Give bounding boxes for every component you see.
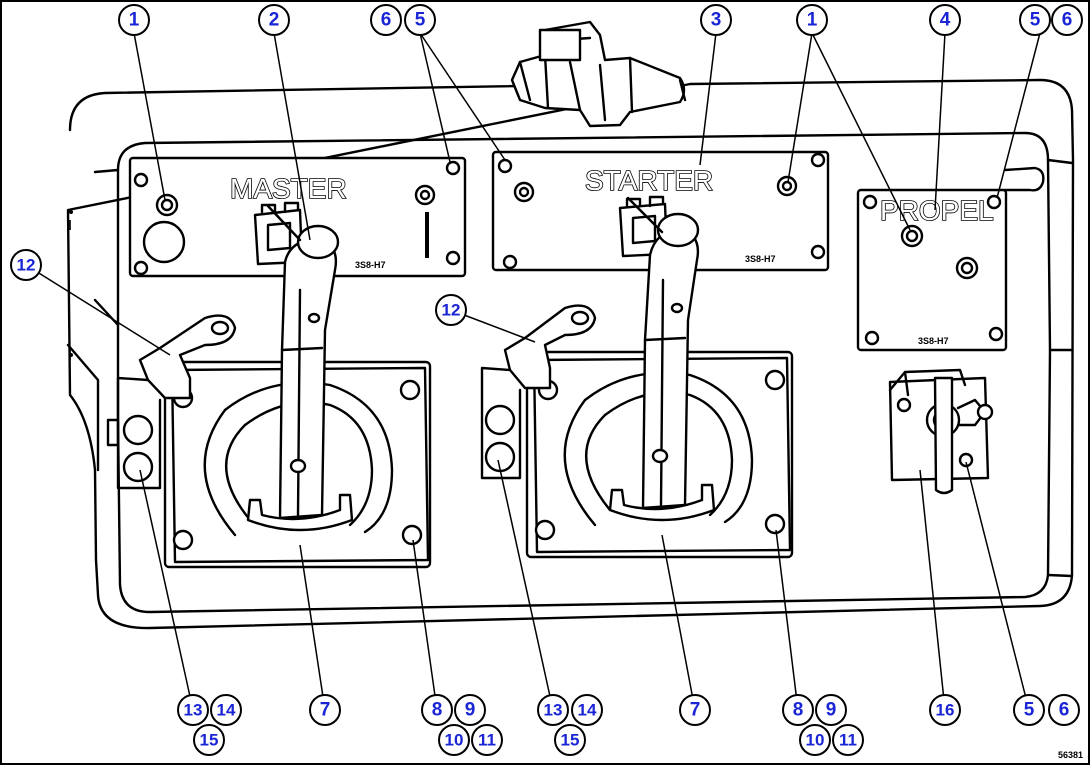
svg-text:14: 14 bbox=[578, 701, 597, 720]
svg-text:12: 12 bbox=[442, 301, 461, 320]
callout-15-left: 15 bbox=[193, 724, 225, 756]
callout-1-master-light: 1 bbox=[118, 4, 150, 36]
svg-text:13: 13 bbox=[544, 701, 563, 720]
left-lever-assembly bbox=[106, 203, 432, 569]
svg-text:5: 5 bbox=[1024, 700, 1035, 721]
svg-text:15: 15 bbox=[200, 731, 219, 750]
svg-text:3: 3 bbox=[711, 10, 722, 31]
callout-10-right: 10 bbox=[799, 724, 831, 756]
callout-5-top-right: 5 bbox=[1019, 4, 1051, 36]
callout-11-left: 11 bbox=[471, 724, 503, 756]
svg-text:9: 9 bbox=[465, 700, 476, 721]
svg-text:8: 8 bbox=[793, 700, 804, 721]
callout-6-top-right: 6 bbox=[1051, 4, 1083, 36]
callout-13-right: 13 bbox=[537, 694, 569, 726]
drawing-code: 56381 bbox=[1058, 750, 1083, 760]
svg-text:2: 2 bbox=[269, 10, 280, 31]
svg-text:3S8-H7: 3S8-H7 bbox=[355, 260, 386, 270]
callout-8-left: 8 bbox=[421, 694, 453, 726]
key-switch-bracket bbox=[888, 368, 994, 495]
starter-plate-label: STARTER bbox=[585, 165, 713, 196]
svg-text:5: 5 bbox=[1030, 10, 1041, 31]
svg-text:7: 7 bbox=[690, 700, 701, 721]
callout-balloons: 1 2 6 5 3 1 4 5 6 12 12 bbox=[10, 4, 1083, 756]
callout-15-right: 15 bbox=[554, 724, 586, 756]
panel-housing bbox=[66, 78, 1075, 630]
svg-text:9: 9 bbox=[826, 700, 837, 721]
svg-text:4: 4 bbox=[940, 10, 951, 31]
svg-text:6: 6 bbox=[381, 10, 392, 31]
svg-text:6: 6 bbox=[1062, 10, 1073, 31]
callout-13-left: 13 bbox=[177, 694, 209, 726]
propel-plate-label: PROPEL bbox=[880, 195, 994, 226]
callout-16-key-switch: 16 bbox=[929, 694, 961, 726]
callout-5-bottom-right: 5 bbox=[1013, 694, 1045, 726]
svg-text:16: 16 bbox=[936, 701, 955, 720]
callout-7-left-lever: 7 bbox=[309, 694, 341, 726]
callout-12-right-lock: 12 bbox=[435, 294, 467, 326]
callout-6-top-left: 6 bbox=[370, 4, 402, 36]
callout-2-master-switch: 2 bbox=[258, 4, 290, 36]
callout-8-right: 8 bbox=[782, 694, 814, 726]
svg-text:15: 15 bbox=[561, 731, 580, 750]
svg-text:7: 7 bbox=[320, 700, 331, 721]
callout-12-left-lock: 12 bbox=[10, 249, 42, 281]
master-switch-plate: 3S8-H7 bbox=[128, 156, 467, 278]
svg-text:10: 10 bbox=[445, 731, 464, 750]
svg-text:11: 11 bbox=[478, 731, 496, 750]
svg-text:3S8-H7: 3S8-H7 bbox=[745, 254, 776, 264]
callout-11-right: 11 bbox=[832, 724, 864, 756]
leader-lines bbox=[25, 32, 1041, 711]
svg-text:3S8-H7: 3S8-H7 bbox=[918, 336, 949, 346]
callout-9-right: 9 bbox=[815, 694, 847, 726]
svg-text:11: 11 bbox=[839, 731, 857, 750]
svg-text:5: 5 bbox=[415, 10, 426, 31]
propel-switch-plate: 3S8-H7 bbox=[856, 188, 1008, 352]
wiring-connector bbox=[510, 20, 687, 128]
svg-text:14: 14 bbox=[217, 701, 236, 720]
master-plate-label: MASTER bbox=[230, 173, 347, 204]
svg-text:10: 10 bbox=[806, 731, 825, 750]
right-lever-assembly bbox=[480, 196, 794, 559]
svg-text:1: 1 bbox=[129, 10, 140, 31]
svg-text:8: 8 bbox=[432, 700, 443, 721]
callout-7-right-lever: 7 bbox=[679, 694, 711, 726]
svg-text:12: 12 bbox=[17, 256, 36, 275]
callout-6-bottom-right: 6 bbox=[1048, 694, 1080, 726]
callout-4-propel-switch: 4 bbox=[929, 4, 961, 36]
callout-14-left: 14 bbox=[210, 694, 242, 726]
callout-1-starter-light: 1 bbox=[796, 4, 828, 36]
svg-text:13: 13 bbox=[184, 701, 203, 720]
callout-5-top-left: 5 bbox=[404, 4, 436, 36]
callout-10-left: 10 bbox=[438, 724, 470, 756]
callout-3-starter-switch: 3 bbox=[700, 4, 732, 36]
svg-text:1: 1 bbox=[807, 10, 818, 31]
callout-9-left: 9 bbox=[454, 694, 486, 726]
svg-text:6: 6 bbox=[1059, 700, 1070, 721]
callout-14-right: 14 bbox=[571, 694, 603, 726]
